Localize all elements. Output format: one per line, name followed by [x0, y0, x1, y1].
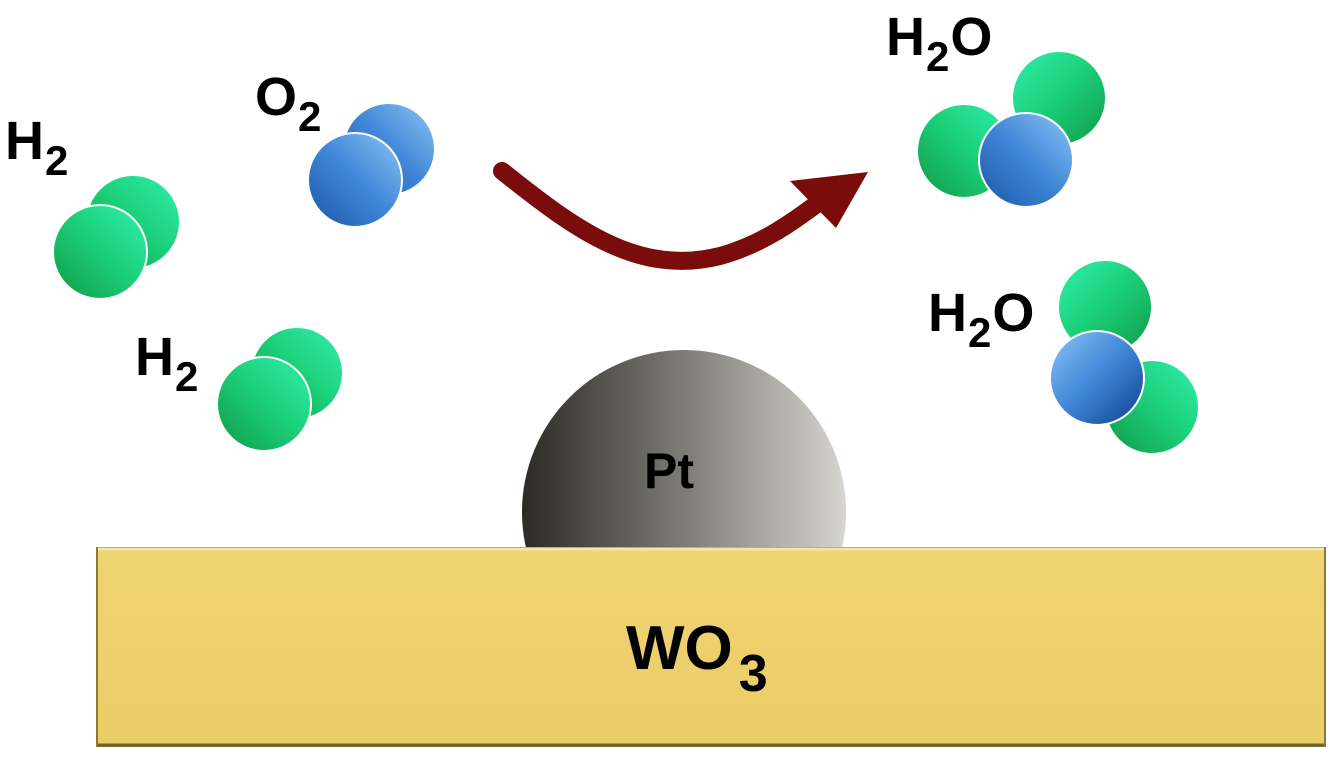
oxygen-atom	[978, 112, 1074, 208]
hydrogen-atom	[216, 356, 312, 452]
h2-left-molecule	[52, 174, 181, 300]
o2-molecule	[307, 102, 436, 228]
oxygen-atom	[1049, 330, 1145, 426]
pt-label: Pt	[644, 443, 694, 499]
h2o-top-molecule	[916, 50, 1107, 208]
h2o-mid-molecule	[1049, 259, 1200, 455]
h2o-top-label: H2O	[886, 7, 993, 80]
h2o-mid-label: H2O	[928, 283, 1035, 356]
reaction-arrow	[493, 162, 868, 270]
h2-lower-label: H2	[135, 327, 199, 400]
hydrogen-atom	[52, 204, 148, 300]
h2-lower-molecule	[216, 326, 344, 452]
o2-label: O2	[255, 67, 322, 140]
h2-left-label: H2	[5, 111, 69, 184]
wo3-substrate	[96, 547, 1326, 747]
oxygen-atom	[307, 132, 403, 228]
